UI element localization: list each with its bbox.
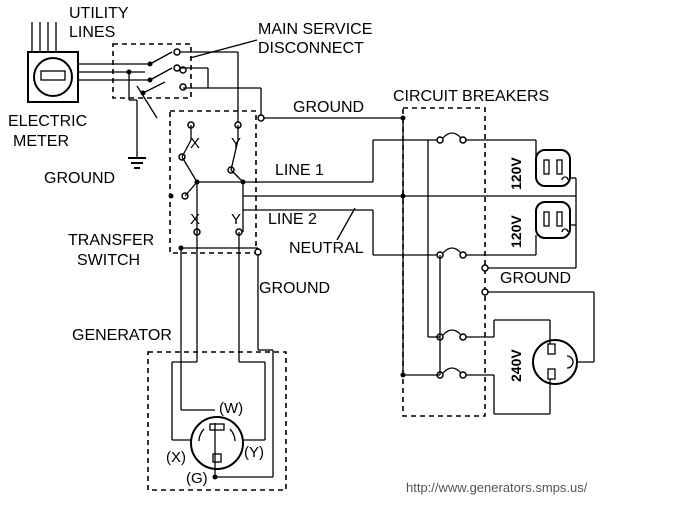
terminal-w: (W)	[219, 400, 243, 417]
utility-lines-label-1: UTILITY	[69, 5, 129, 22]
main-service-label-2: DISCONNECT	[258, 40, 364, 57]
circuit-breakers-label: CIRCUIT BREAKERS	[393, 88, 549, 105]
generator-label: GENERATOR	[72, 327, 172, 344]
terminal-y: (Y)	[244, 444, 264, 461]
transfer-switch-label-2: SWITCH	[77, 252, 140, 269]
neutral-label: NEUTRAL	[289, 240, 364, 257]
ground-left-label: GROUND	[44, 170, 115, 187]
terminal-x: (X)	[166, 449, 186, 466]
electric-meter-label-1: ELECTRIC	[8, 113, 87, 130]
voltage-240v: 240V	[508, 349, 524, 382]
breaker-4	[436, 367, 467, 379]
terminal-x-bottom: X	[190, 211, 200, 228]
main-disconnect-switch	[126, 48, 187, 96]
voltage-120v-b: 120V	[508, 215, 524, 248]
source-url: http://www.generators.smps.us/	[406, 480, 588, 495]
generator-box	[147, 351, 287, 491]
terminal-y-top: Y	[231, 135, 241, 152]
main-service-label-1: MAIN SERVICE	[258, 21, 372, 38]
receptacle-120v-1	[535, 149, 571, 187]
electric-meter	[27, 22, 79, 103]
main-disconnect-box	[112, 43, 192, 99]
utility-lines-label-2: LINES	[69, 24, 115, 41]
breaker-3	[436, 329, 467, 341]
breaker-1	[436, 132, 467, 144]
terminal-y-bottom: Y	[231, 211, 241, 228]
terminal-g: (G)	[186, 470, 208, 487]
voltage-120v-a: 120V	[508, 157, 524, 190]
terminal-x-top: X	[190, 135, 200, 152]
generator-outlet	[190, 416, 244, 470]
ground-gen-label: GROUND	[259, 280, 330, 297]
transfer-switch	[168, 121, 246, 236]
transfer-switch-label-1: TRANSFER	[68, 232, 154, 249]
receptacle-240v	[532, 339, 578, 385]
breaker-2	[436, 247, 467, 259]
receptacle-120v-2	[535, 201, 571, 239]
electric-meter-label-2: METER	[13, 133, 69, 150]
breaker-panel-box	[402, 107, 486, 417]
ground-top-label: GROUND	[293, 99, 364, 116]
ground-right-label: GROUND	[500, 270, 571, 287]
line2-label: LINE 2	[268, 211, 317, 228]
line1-label: LINE 1	[275, 162, 324, 179]
